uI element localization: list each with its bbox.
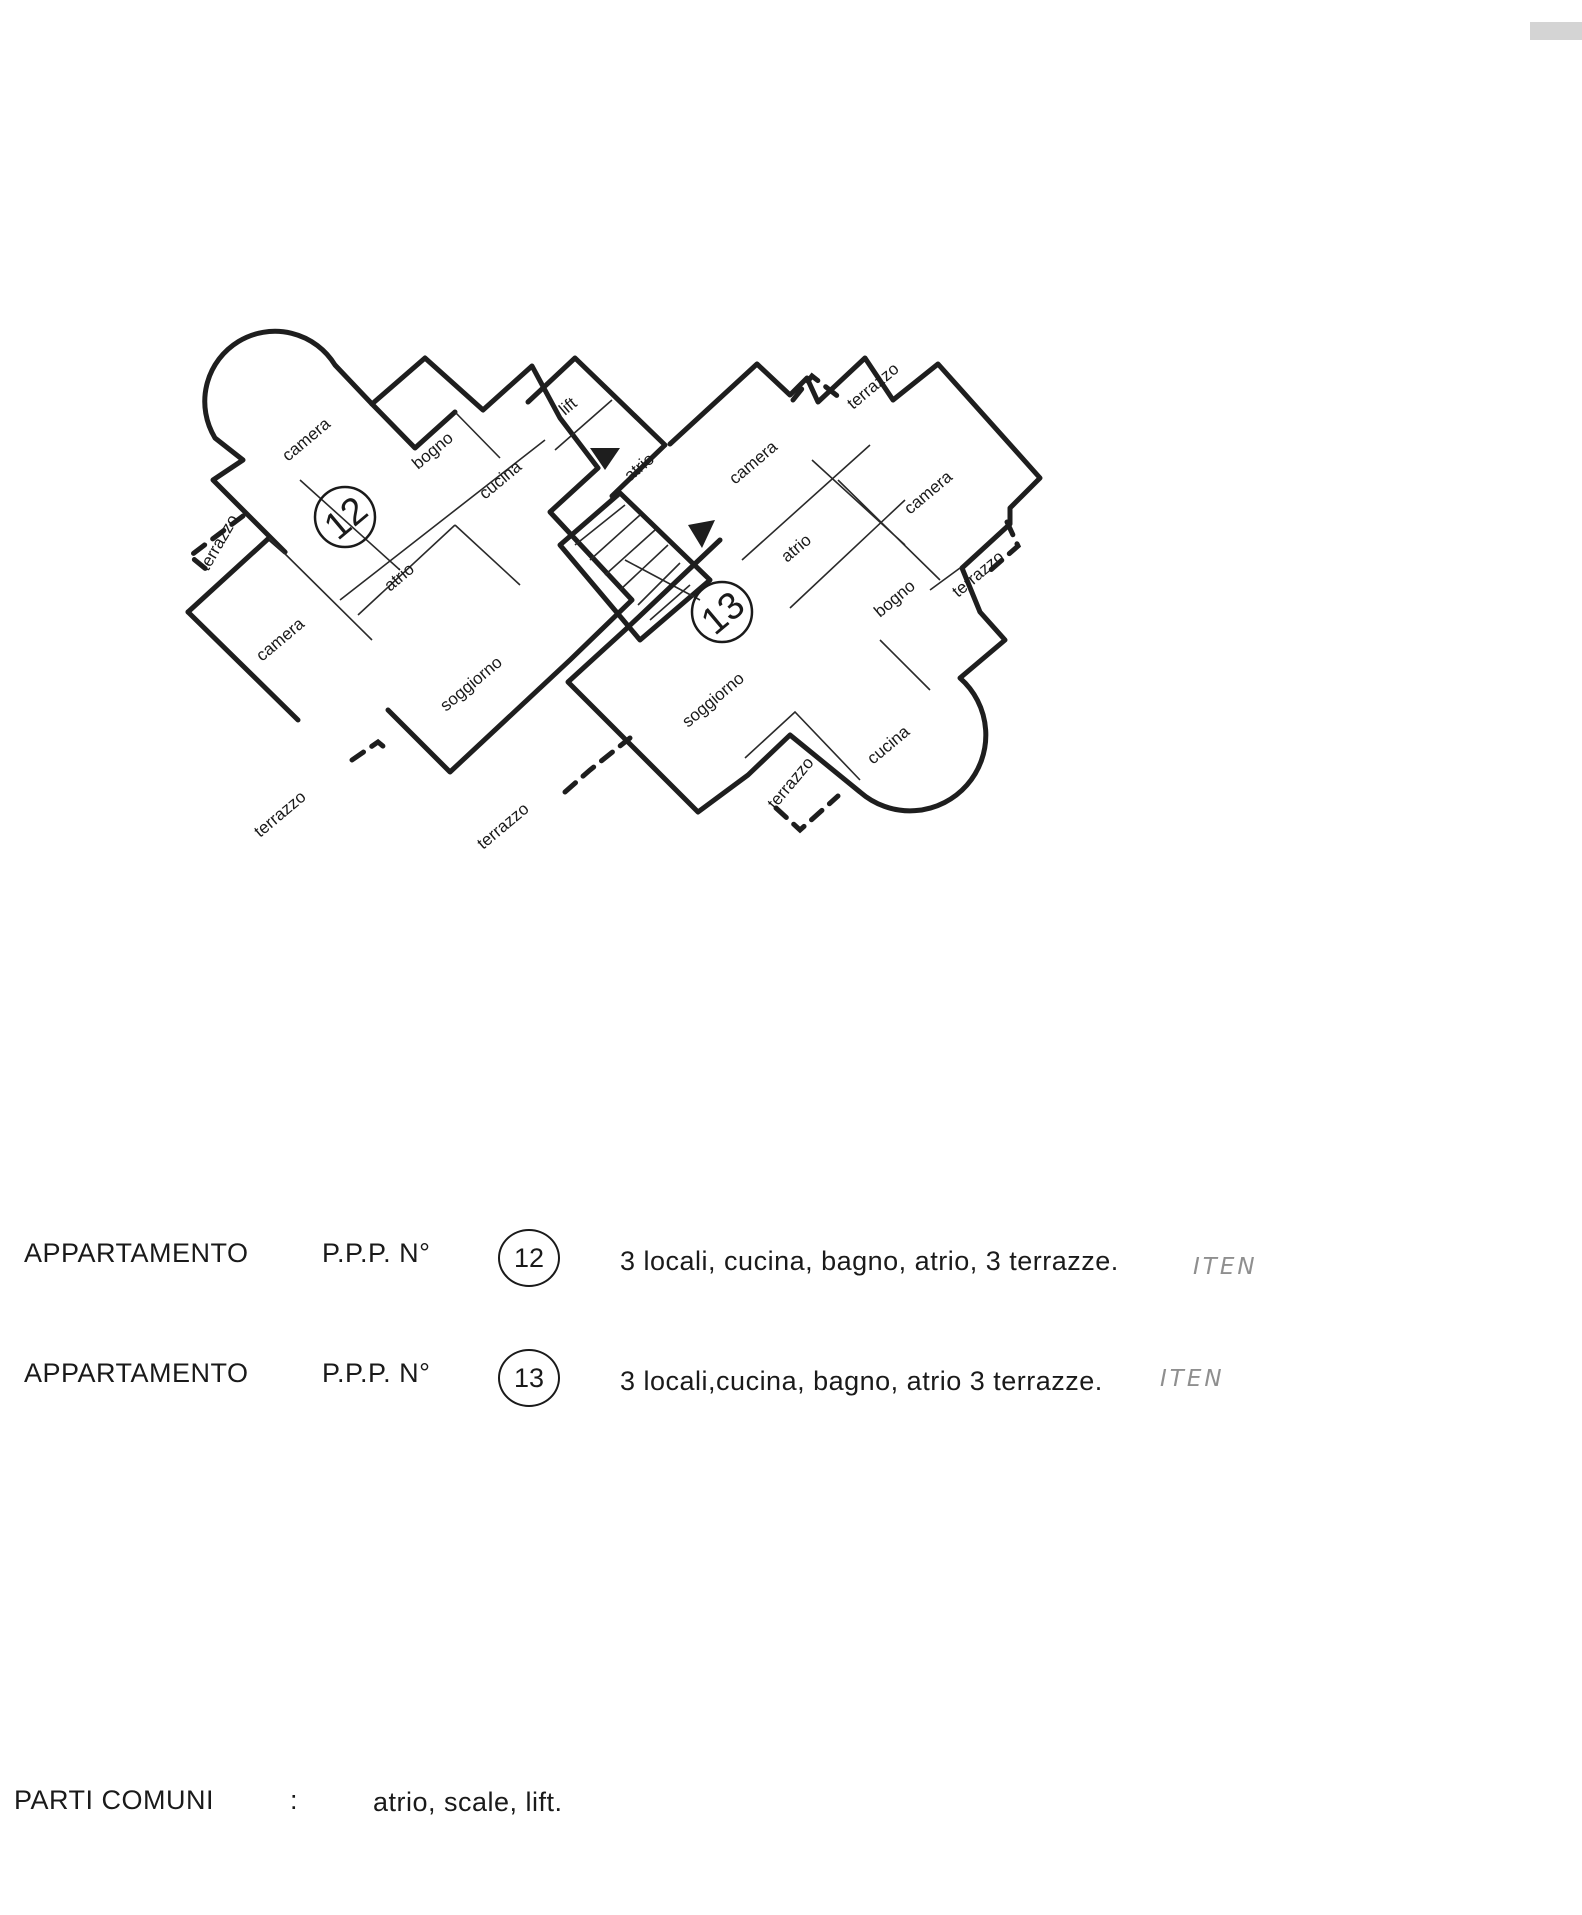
room-label: camera xyxy=(725,437,781,488)
legend-row-12-ppp: P.P.P. N° xyxy=(322,1238,431,1268)
apt12-outer-wall xyxy=(185,328,635,775)
legend-row-13-num: 13 xyxy=(513,1362,545,1393)
apt13-outer-wall xyxy=(565,355,1043,815)
entry-arrow-right xyxy=(688,520,715,548)
legend-row-13-stamp: ITEN xyxy=(1160,1366,1225,1392)
room-label: cucina xyxy=(475,457,525,503)
apt12-bath-wall xyxy=(369,401,458,451)
room-label: camera xyxy=(278,414,334,465)
apt12-lift-wall xyxy=(525,355,668,499)
scan-edge-mark xyxy=(1530,22,1582,40)
apt13-inner-lines xyxy=(741,444,961,781)
room-label: soggiorno xyxy=(678,669,747,732)
legend-row-13-desc: 3 locali,cucina, bagno, atrio 3 terrazze… xyxy=(620,1366,1103,1396)
apt12-left-wall xyxy=(185,609,301,723)
room-label: atrio xyxy=(777,530,815,566)
stairs xyxy=(557,448,715,643)
common-parts-separator: : xyxy=(290,1785,299,1815)
legend-row-12-desc: 3 locali, cucina, bagno, atrio, 3 terraz… xyxy=(620,1246,1119,1276)
legend-row-12-circle: 12 xyxy=(498,1229,560,1287)
apt13-terrace-right xyxy=(982,519,1022,578)
stair-wall xyxy=(557,490,713,643)
apt12-terrace-bottom xyxy=(349,738,393,763)
room-label: soggiorno xyxy=(436,653,505,716)
room-label: terrazzo xyxy=(764,753,818,812)
apt12-terrace-left xyxy=(185,513,246,577)
badge-13: 13 xyxy=(690,580,754,644)
apartment-13-plan xyxy=(565,355,1043,834)
room-label: camera xyxy=(900,467,956,518)
room-label: bogno xyxy=(870,576,918,621)
legend-row-12-label: APPARTAMENTO xyxy=(24,1238,249,1268)
stair-treads xyxy=(574,504,701,621)
apt13-terrace-bottom xyxy=(773,793,841,834)
room-label: camera xyxy=(252,614,308,665)
room-label: terrazzo xyxy=(195,511,242,574)
room-label: cucina xyxy=(863,722,913,768)
badge-12: 12 xyxy=(313,485,377,549)
apt12-inner-lines xyxy=(268,411,546,641)
legend-row-13-ppp: P.P.P. N° xyxy=(322,1358,431,1388)
common-parts-label: PARTI COMUNI xyxy=(14,1785,215,1815)
legend-row-13-circle: 13 xyxy=(498,1349,560,1407)
room-label: terrazzo xyxy=(250,787,309,841)
entry-arrow-left xyxy=(590,448,620,470)
apartment-12-plan xyxy=(185,328,668,775)
apt13-terrace-top xyxy=(790,372,843,403)
legend-row-12-num: 12 xyxy=(513,1242,545,1273)
apt12-terrace-mid xyxy=(562,735,633,795)
legend-row-12-stamp: ITEN xyxy=(1193,1254,1258,1280)
common-parts-desc: atrio, scale, lift. xyxy=(373,1787,563,1817)
legend-row-13-label: APPARTAMENTO xyxy=(24,1358,249,1388)
room-label: terrazzo xyxy=(473,799,532,853)
apt12-lift-line xyxy=(554,399,613,451)
